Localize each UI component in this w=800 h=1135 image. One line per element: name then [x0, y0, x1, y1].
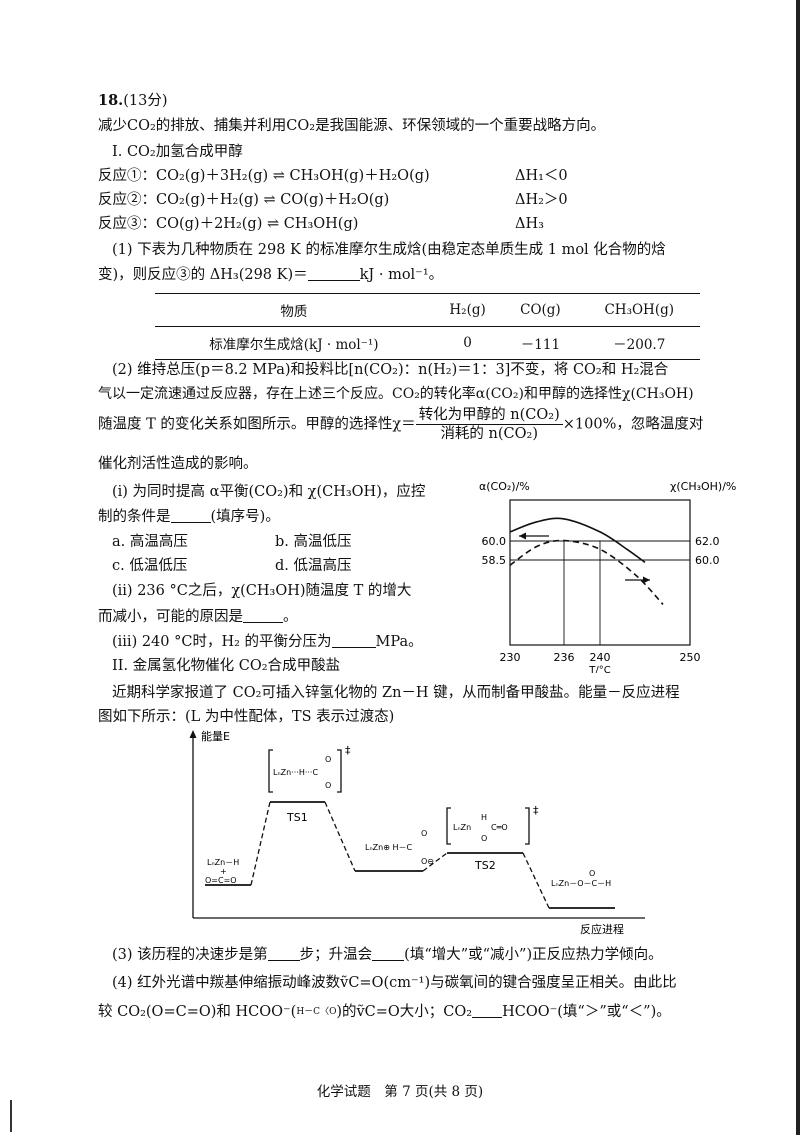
ts1-dagger: ‡ [345, 744, 351, 757]
answer-blank-qiii[interactable] [331, 633, 376, 648]
selectivity-fraction: 转化为甲醇的 n(CO₂)消耗的 n(CO₂) [415, 406, 563, 443]
part2-title: II. 金属氢化物催化 CO₂合成甲酸盐 [112, 658, 341, 674]
table-cell: －200.7 [578, 326, 700, 360]
energy-profile-diagram: 能量E 反应进程 ‡ LₙZn···H···C O O TS1 LₙZn－H +… [189, 729, 645, 936]
table-header: CO(g) [502, 293, 579, 327]
arrow-right-icon [625, 576, 650, 584]
answer-blank-q3a[interactable] [267, 946, 300, 961]
ts1-label: TS1 [286, 811, 308, 824]
table-cell: －111 [502, 326, 579, 360]
question-number: 18. [98, 92, 124, 109]
margin-mark [10, 1100, 12, 1132]
ts1-bracket [268, 749, 342, 793]
conversion-selectivity-chart: α(CO₂)/% χ(CH₃OH)/% 60.0 58.5 62.0 60.0 … [479, 480, 736, 673]
answer-blank-q4[interactable] [472, 1003, 503, 1018]
formation-enthalpy-table: 物质 H₂(g) CO(g) CH₃OH(g) 标准摩尔生成焓(kJ · mol… [155, 293, 700, 360]
arrow-left-icon [519, 532, 549, 540]
reactant-zn-h: LₙZn－H [207, 858, 239, 867]
reaction-1-dh: ΔH₁＜0 [515, 168, 568, 184]
chart-ylabel-left: α(CO₂)/% [479, 480, 530, 493]
table-header: H₂(g) [432, 293, 503, 327]
ts1-species: LₙZn···H···C [273, 768, 318, 777]
page-edge [796, 0, 800, 1135]
ts2-label: TS2 [474, 859, 496, 872]
q1-line2: 变)，则反应③的 ΔH₃(298 K)＝kJ · mol⁻¹。 [98, 266, 444, 283]
intermediate-oxygen: O⊖ [421, 857, 434, 866]
table-header: 物质 [155, 293, 433, 327]
x-tick: 230 [500, 651, 521, 664]
ts2-carbon: C═O [491, 823, 508, 832]
answer-blank-q1[interactable] [307, 266, 360, 281]
q2-line3: 随温度 T 的变化关系如图所示。甲醇的选择性χ＝转化为甲醇的 n(CO₂)消耗的… [98, 406, 704, 443]
chart-xlabel: T/°C [588, 665, 610, 673]
ts2-oxygen: O [481, 834, 487, 843]
qi-line1: (i) 为同时提高 α平衡(CO₂)和 χ(CH₃OH)，应控 [112, 484, 426, 500]
reaction-2-dh: ΔH₂＞0 [515, 192, 568, 208]
p2-line1: 近期科学家报道了 CO₂可插入锌氢化物的 Zn－H 键，从而制备甲酸盐。能量－反… [112, 685, 680, 701]
arrow-up-icon [189, 730, 197, 738]
reactant-co2: O=C=O [205, 876, 237, 885]
reaction-2: 反应②：CO₂(g)＋H₂(g) ⇌ CO(g)＋H₂O(g) [98, 192, 390, 208]
series-alpha-co2 [509, 517, 646, 564]
q3-line: (3) 该历程的决速步是第步；升温会(填“增大”或“减小”)正反应热力学倾向。 [112, 946, 663, 963]
intermediate-oxygen: O [421, 829, 427, 838]
option-b: b. 高温低压 [275, 534, 352, 550]
option-d: d. 低温高压 [275, 558, 352, 574]
q1-line1: (1) 下表为几种物质在 298 K 的标准摩尔生成焓(由稳定态单质生成 1 m… [112, 242, 666, 258]
q2-line1: (2) 维持总压(p＝8.2 MPa)和投料比[n(CO₂)：n(H₂)＝1：3… [112, 362, 669, 378]
reaction-3: 反应③：CO(g)＋2H₂(g) ⇌ CH₃OH(g) [98, 216, 359, 232]
left-tick: 60.0 [482, 535, 507, 548]
qii-line2: 而减小，可能的原因是。 [98, 608, 298, 625]
q2-line2: 气以一定流速通过反应器，存在上述三个反应。CO₂的转化率α(CO₂)和甲醇的选择… [98, 386, 694, 402]
table-cell: 标准摩尔生成焓(kJ · mol⁻¹) [155, 326, 433, 360]
progress-axis-label: 反应进程 [580, 922, 624, 936]
question-points: (13分) [123, 93, 168, 109]
answer-blank-q3b[interactable] [372, 946, 405, 961]
x-tick: 250 [680, 651, 701, 664]
ts1-oxygen: O [325, 755, 331, 764]
ts2-species: LₙZn [453, 823, 471, 832]
answer-blank-qi[interactable] [170, 508, 211, 523]
qii-line1: (ii) 236 °C之后，χ(CH₃OH)随温度 T 的增大 [112, 583, 412, 599]
reaction-3-dh: ΔH₃ [515, 216, 544, 232]
table-header: CH₃OH(g) [578, 293, 700, 327]
x-tick: 236 [554, 651, 575, 664]
question-header: 18.(13分) [98, 92, 168, 110]
formate-structure: H－C〈O [296, 1006, 337, 1017]
ts2-dagger: ‡ [533, 804, 539, 817]
page-footer: 化学试题 第 7 页(共 8 页) [316, 1084, 484, 1100]
ts2-bracket [446, 807, 530, 845]
answer-blank-qii[interactable] [243, 608, 283, 623]
series-chi-ch3oh [509, 539, 664, 605]
left-tick: 58.5 [482, 554, 507, 567]
reaction-1: 反应①：CO₂(g)＋3H₂(g) ⇌ CH₃OH(g)＋H₂O(g) [98, 168, 430, 184]
ts2-hydrogen: H [481, 813, 487, 822]
energy-axis-label: 能量E [201, 729, 230, 743]
option-c: c. 低温低压 [112, 558, 188, 574]
x-tick: 240 [590, 651, 611, 664]
q2-line4: 催化剂活性造成的影响。 [98, 456, 258, 472]
option-a: a. 高温高压 [112, 534, 188, 550]
intro-text: 减少CO₂的排放、捕集并利用CO₂是我国能源、环保领域的一个重要战略方向。 [98, 118, 606, 134]
part1-title: I. CO₂加氢合成甲醇 [112, 144, 243, 160]
table-cell: 0 [432, 326, 503, 360]
chart-ylabel-right: χ(CH₃OH)/% [670, 480, 736, 493]
right-tick: 62.0 [695, 535, 720, 548]
q4-line1: (4) 红外光谱中羰基伸缩振动峰波数ṽC=O(cm⁻¹)与碳氧间的键合强度呈正相… [112, 975, 677, 991]
pathway-connectors [250, 801, 550, 909]
qi-line2: 制的条件是(填序号)。 [98, 508, 280, 525]
product-oxygen: O [589, 869, 595, 878]
reactant-plus: + [220, 867, 227, 876]
product-species: LₙZn－O－C－H [551, 879, 611, 888]
right-tick: 60.0 [695, 554, 720, 567]
p2-line2: 图如下所示：(L 为中性配体，TS 表示过渡态) [98, 709, 395, 725]
intermediate-species: LₙZn⊕ H－C [365, 843, 412, 852]
ts1-oxygen: O [325, 781, 331, 790]
